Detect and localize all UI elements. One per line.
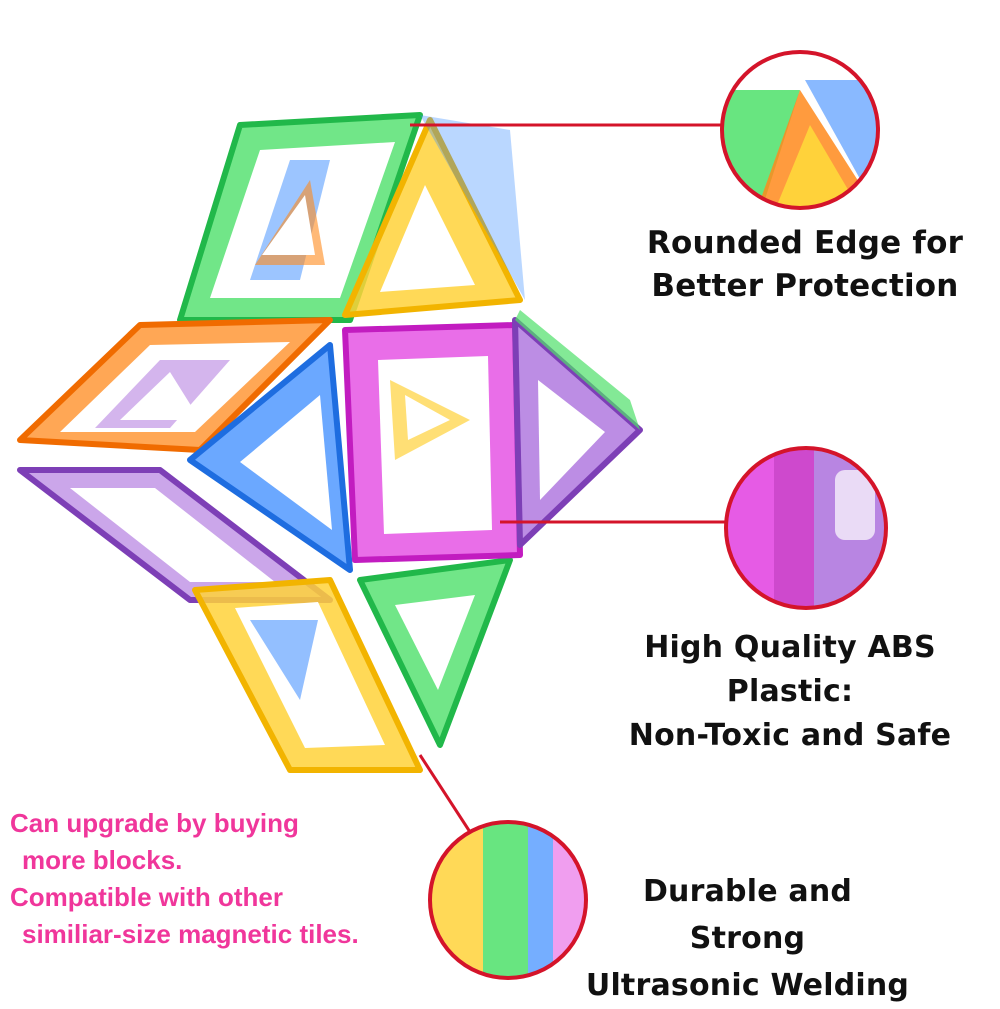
- tile-yellow-top: [342, 115, 525, 318]
- tile-blue-center: [187, 342, 353, 573]
- promo-text: Can upgrade by buying more blocks. Compa…: [10, 805, 450, 953]
- feature-line: Rounded Edge for: [646, 225, 964, 261]
- promo-line: Compatible with other: [10, 882, 283, 912]
- tile-yellow-lower: [192, 577, 423, 773]
- feature-line: Non-Toxic and Safe: [628, 718, 952, 753]
- magnetic-tile-structure: [17, 112, 643, 773]
- feature-rounded-edge: Rounded Edge for Better Protection: [640, 222, 970, 308]
- tile-green-top: [177, 112, 423, 323]
- tile-magenta-center: [342, 322, 523, 563]
- callout-ultrasonic-welding: [418, 754, 588, 980]
- callout-rounded-edge: [410, 50, 880, 210]
- promo-line: similiar-size magnetic tiles.: [22, 919, 359, 949]
- tile-purple-right: [512, 310, 643, 548]
- tile-green-lower: [357, 557, 513, 748]
- tile-orange-rhombus: [17, 317, 333, 453]
- promo-line: more blocks.: [22, 845, 183, 875]
- feature-abs-plastic: High Quality ABS Plastic: Non-Toxic and …: [585, 626, 995, 758]
- promo-line: Can upgrade by buying: [10, 808, 299, 838]
- feature-line: Better Protection: [651, 268, 959, 304]
- feature-ultrasonic-welding: Durable and Strong Ultrasonic Welding: [585, 868, 910, 1009]
- feature-line: High Quality ABS Plastic:: [644, 630, 936, 709]
- feature-line: Durable and Strong: [642, 874, 853, 956]
- feature-line: Ultrasonic Welding: [585, 968, 910, 1003]
